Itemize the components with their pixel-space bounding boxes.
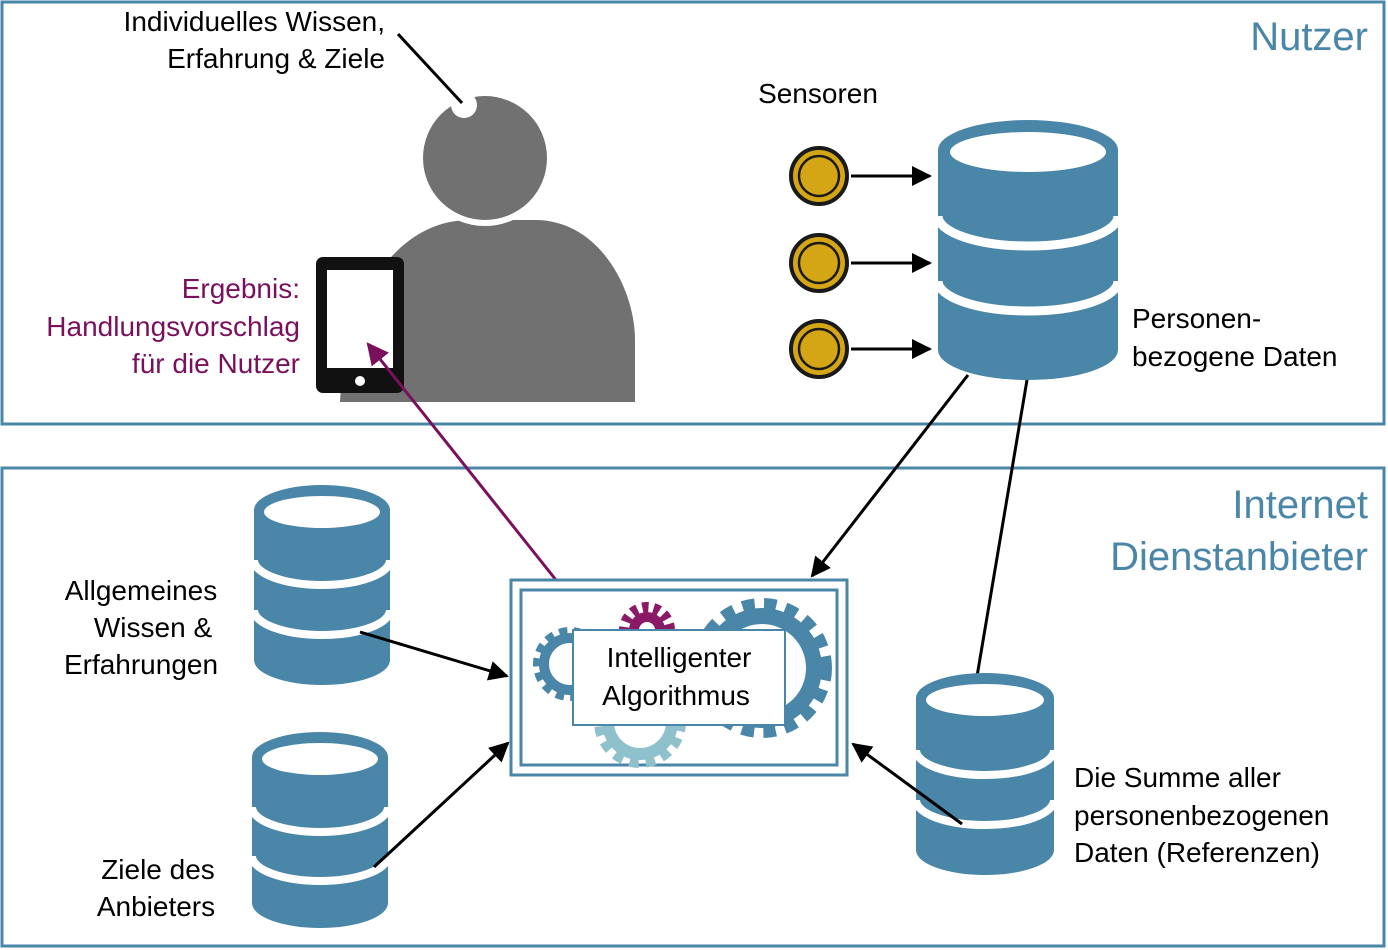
provider-goals-label-line2: Anbieters — [97, 891, 215, 922]
provider-region-frame — [0, 466, 1386, 948]
individual-knowledge-label-line1: Individuelles Wissen, — [124, 6, 385, 37]
result-label-line1: Ergebnis: — [182, 273, 300, 304]
database-icon — [912, 673, 1058, 875]
sensors-label: Sensoren — [758, 78, 878, 109]
sum-personal-data-label-line1: Die Summe aller — [1074, 762, 1281, 793]
individual-knowledge-pointer — [396, 32, 464, 105]
algorithm-label-box — [572, 629, 786, 726]
general-knowledge-label-line1: Allgemeines — [65, 575, 218, 606]
general-knowledge-label-line2: Wissen & — [94, 612, 213, 643]
provider-goals-label-line1: Ziele des — [101, 854, 215, 885]
sensor-icon — [789, 319, 849, 379]
data-to-algorithm-arrow — [810, 374, 970, 578]
sensor-icon — [789, 146, 849, 206]
user-region-frame — [0, 0, 1386, 426]
individual-knowledge-label-line2: Erfahrung & Ziele — [167, 43, 385, 74]
personal-data-label-line1: Personen- — [1132, 303, 1261, 334]
data-to-sum-arrow — [964, 379, 1029, 714]
provider-goals-arrow — [372, 741, 510, 869]
result-arrow — [366, 342, 558, 581]
database-icon — [933, 120, 1123, 380]
sum-personal-data-label-line3: Daten (Referenzen) — [1074, 837, 1320, 868]
database-icon — [250, 485, 394, 685]
personal-data-label-line2: bezogene Daten — [1132, 341, 1338, 372]
database-icon — [248, 732, 392, 928]
provider-region-title-line1: Internet — [1232, 483, 1368, 527]
result-label-line3: für die Nutzer — [132, 348, 300, 379]
sum-personal-data-label-line2: personenbezogenen — [1074, 800, 1329, 831]
algorithm-label-line2: Algorithmus — [602, 680, 750, 711]
person-icon — [340, 90, 635, 402]
sum-data-arrow — [851, 742, 963, 826]
general-knowledge-label-line3: Erfahrungen — [64, 649, 218, 680]
provider-region-title-line2: Dienstanbieter — [1110, 535, 1368, 579]
sensor-icon — [789, 233, 849, 293]
user-region-title: Nutzer — [1250, 15, 1368, 59]
result-label-line2: Handlungsvorschlag — [46, 311, 300, 342]
algorithm-label-line1: Intelligenter — [607, 642, 752, 673]
general-knowledge-arrow — [359, 630, 509, 681]
algorithm-box: Intelligenter Algorithmus — [509, 578, 849, 777]
